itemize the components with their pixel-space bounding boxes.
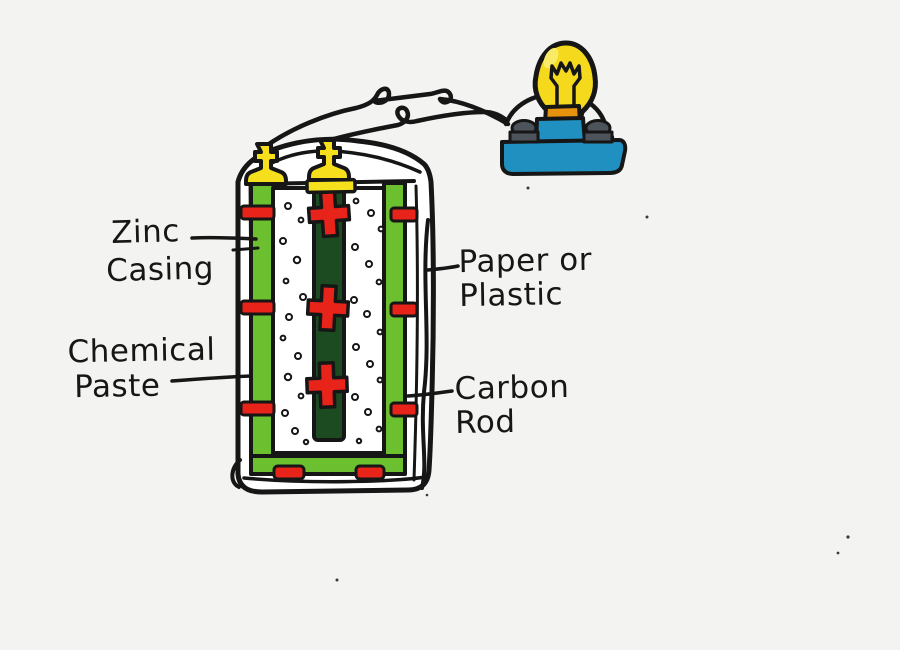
label-carbon-rod-line1: Carbon [454, 369, 569, 407]
bulb-glass-highlight [543, 47, 559, 69]
paste-dot [363, 310, 371, 318]
label-zinc-casing-line1: Zinc [111, 213, 180, 251]
wire-from-carbon-terminal [327, 105, 509, 143]
contact-tab-bottom-left [272, 464, 306, 481]
label-paper-or-plastic-line1: Paper or [458, 242, 592, 280]
paste-dot [376, 376, 384, 384]
label-chemical-paste-line1: Chemical [67, 332, 215, 371]
wrapper-bottom-line [242, 475, 428, 484]
paste-dot [279, 237, 287, 245]
plus-mark-middle [305, 283, 351, 333]
zinc-casing-right [382, 181, 407, 475]
wire-from-zinc-terminal [263, 86, 511, 149]
leader-chemical-paste [170, 374, 253, 383]
paste-dot [299, 293, 307, 301]
ink-speck [526, 186, 530, 190]
plus-mark-bottom [305, 361, 349, 409]
label-paper-or-plastic-line2: Plastic [459, 276, 563, 314]
screw-terminal-left [508, 119, 540, 144]
screw-flange-right [582, 130, 614, 144]
ink-specks [335, 186, 850, 582]
screw-flange-left [508, 130, 540, 144]
contact-tab-right-bottom [389, 401, 419, 418]
paste-dot [350, 296, 358, 304]
paste-dot [282, 277, 290, 285]
paste-dot [377, 225, 385, 233]
paste-dot [364, 408, 372, 416]
paste-dot [302, 438, 310, 446]
screw-terminal-right [582, 119, 614, 144]
label-zinc-casing-line2: Casing [106, 250, 215, 289]
paste-dot [292, 255, 302, 265]
paste-dots [279, 197, 385, 446]
paste-dot [351, 243, 359, 251]
contact-tab-right-top [389, 206, 419, 223]
paste-dot [376, 328, 384, 336]
paste-dot [285, 313, 293, 321]
paste-dot [297, 216, 305, 224]
paste-dot [366, 360, 374, 368]
wrapper-right-wavy-line [420, 218, 430, 490]
label-carbon-rod-line2: Rod [455, 404, 516, 441]
bulb-holder-base [500, 138, 628, 176]
paste-dot [352, 197, 360, 205]
ink-speck [425, 493, 429, 497]
paste-dot [367, 209, 375, 217]
labels: Zinc Casing Chemical Paste Paper or Plas… [67, 213, 592, 441]
bulb-filament [549, 61, 582, 114]
paste-dot [279, 334, 287, 342]
paste-dot [352, 343, 360, 351]
zinc-casing-left [249, 181, 276, 475]
label-chemical-paste: Chemical Paste [67, 332, 215, 405]
wrapper-right-inner-line [412, 184, 419, 482]
ink-speck [846, 535, 850, 539]
ink-speck [836, 551, 840, 555]
plus-mark-top [306, 189, 352, 239]
light-bulb-assembly [500, 40, 628, 176]
paste-dot [281, 409, 289, 417]
paste-dot [291, 427, 299, 435]
terminal-base-plate [305, 177, 357, 195]
contact-tab-left-middle [239, 299, 276, 316]
ink-speck [335, 578, 339, 582]
paste-dot [375, 278, 383, 286]
contact-tabs [239, 204, 419, 481]
paste-dot [365, 260, 373, 268]
positive-marks [305, 189, 352, 409]
paste-dot [355, 437, 363, 445]
paste-dot [297, 392, 305, 400]
contact-tab-right-middle [389, 301, 419, 318]
battery-cutaway [230, 136, 436, 495]
leader-zinc-casing [190, 235, 258, 241]
contact-tab-bottom-right [354, 464, 386, 481]
paste-dot [283, 372, 293, 382]
label-carbon-rod: Carbon Rod [454, 369, 569, 441]
leader-zinc-casing-tick [231, 246, 260, 252]
wrapper-bottom-left-curl [230, 458, 242, 489]
leader-paper-or-plastic [426, 264, 460, 272]
paste-dot [375, 425, 383, 433]
label-zinc-casing: Zinc Casing [106, 213, 215, 289]
contact-tab-left-bottom [239, 400, 276, 417]
battery-terminal-left [244, 142, 288, 186]
label-chemical-paste-line2: Paste [74, 368, 161, 405]
contact-tab-left-top [239, 204, 276, 221]
ink-speck [645, 215, 649, 219]
label-paper-or-plastic: Paper or Plastic [458, 242, 592, 314]
paste-dot [294, 352, 302, 360]
leader-carbon-rod [406, 389, 454, 398]
paste-dot [284, 202, 292, 210]
paste-dot [351, 393, 359, 401]
